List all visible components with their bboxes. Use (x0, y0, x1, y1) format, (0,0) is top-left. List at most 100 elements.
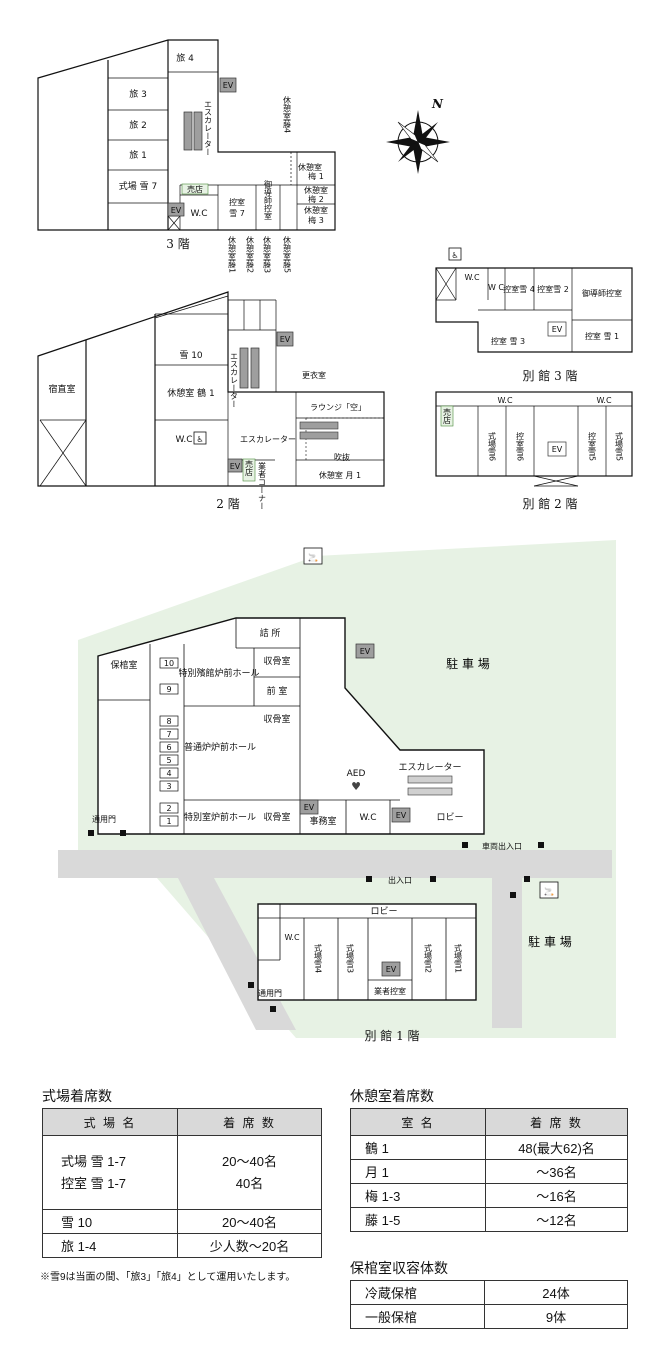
a3-wc2: W C (488, 283, 504, 292)
f3-caption: 3 階 (166, 236, 189, 251)
f2-caption: 2 階 (216, 496, 239, 511)
f3-ev: EV (223, 81, 234, 90)
rest-cell: 〜36名 (485, 1159, 628, 1184)
f3-tabi4: 旅 4 (176, 52, 194, 64)
f3-wc: W.C (190, 209, 207, 219)
annex3-plan (435, 267, 633, 353)
f2-tsuru1: 休憩室 鶴 1 (167, 387, 214, 399)
f3-escalator: エスカレーター (204, 100, 213, 156)
road-right (492, 878, 522, 1028)
f3-ev2: EV (171, 206, 182, 215)
f1-shukotsu2: 収骨室 (263, 713, 290, 725)
ceremony-cell: 旅 1-4 (42, 1233, 178, 1258)
a3-yuki2: 控室雪 2 (537, 284, 569, 294)
compass: N (386, 97, 450, 174)
ceremony-cell: 少人数〜20名 (177, 1233, 322, 1258)
annex1-plan (257, 903, 477, 1001)
f3-ume3a: 休憩室 (304, 205, 328, 215)
furnace-4: 4 (166, 769, 171, 778)
ceremony-note: ※雪9は当面の間、「旅3」「旅4」として運用いたします。 (40, 1272, 296, 1283)
f3-yuki7: 式場 雪 7 (119, 180, 157, 192)
a3-yuki3: 控室 雪 3 (491, 336, 525, 346)
a3-yuki4: 控室雪 4 (503, 284, 535, 294)
f3-fuji3: 休憩室藤3 (263, 235, 272, 273)
ceremony-cell: 20〜40名 40名 (177, 1135, 322, 1210)
f2-shukuchoku: 宿直室 (48, 383, 75, 395)
rest-cell: 梅 1-3 (350, 1183, 486, 1208)
f1-tsumesho: 詰 所 (260, 627, 281, 639)
svg-text:🚬: 🚬 (308, 552, 318, 562)
f1-tokubetsu-hall: 特別殯館炉前ホール (178, 667, 259, 679)
a3-yuki1: 控室 雪 1 (585, 331, 619, 341)
storage-cell: 一般保棺 (350, 1304, 485, 1329)
a2-caption: 別 館 2 階 (522, 496, 577, 511)
ceremony-cell: 式場 雪 1-7 控室 雪 1-7 (42, 1135, 178, 1210)
a3-dodoshi: 御導師控室 (582, 288, 622, 298)
f2-shop: 売店 (245, 459, 254, 477)
furnace-3: 3 (166, 782, 171, 791)
f2-wc: W.C (175, 435, 192, 445)
furnace-8: 8 (166, 717, 171, 726)
f1-escalator: エスカレーター (398, 762, 461, 773)
a2-wc-right: W.C (596, 396, 612, 405)
f3-tabi2: 旅 2 (129, 119, 147, 131)
a1-shiki1: 式場雪1 (454, 943, 463, 973)
furnace-5: 5 (166, 756, 171, 765)
f1-jimushitsu: 事務室 (309, 815, 336, 827)
a1-wc: W.C (284, 933, 300, 942)
f2-wheelchair-icon: ♿ (196, 435, 203, 444)
f3-fuji5: 休憩室藤5 (283, 235, 292, 273)
f3-ume1b: 梅 1 (308, 171, 324, 181)
ceremony-header-seats: 着 席 数 (177, 1108, 322, 1136)
f2-escalator: エスカレーター (230, 352, 239, 408)
f3-hikae7a: 控室 (229, 197, 245, 207)
furnace-2: 2 (166, 804, 171, 813)
f1-tsuyomon: 通用門 (92, 814, 116, 824)
svg-text:🚬: 🚬 (544, 886, 554, 896)
a1-shiki4: 式場雪4 (314, 943, 323, 973)
a2-ev: EV (552, 445, 563, 454)
furnace-1: 1 (166, 817, 171, 826)
rest-cell: 鶴 1 (350, 1135, 486, 1160)
f2-gyosha: 業者コーナー (258, 461, 267, 510)
a1-tsuyomon: 通用門 (258, 988, 282, 998)
f3-tabi3: 旅 3 (129, 88, 147, 100)
f2-kouishitsu: 更衣室 (302, 370, 326, 380)
f2-fukinuke: 吹抜 (334, 452, 350, 462)
rest-cell: 〜16名 (485, 1183, 628, 1208)
rest-header-seats: 着 席 数 (485, 1108, 628, 1136)
main-building-1f (97, 617, 485, 835)
rest-cell: 〜12名 (485, 1207, 628, 1232)
f3-fuji4: 休憩室藤4 (283, 95, 292, 133)
ceremony-table-title: 式場着席数 (42, 1088, 112, 1104)
smoking-area-icon (303, 547, 323, 565)
a1-lobby: ロビー (370, 906, 397, 917)
a2-hikae6: 控室雪6 (516, 431, 525, 461)
f3-ume3b: 梅 3 (308, 215, 324, 225)
f1-hokanshitsu: 保棺室 (110, 659, 137, 671)
a1-parking: 駐 車 場 (528, 934, 572, 949)
furnace-6: 6 (166, 743, 171, 752)
f3-hikae7b: 雪 7 (229, 209, 245, 218)
a2-shop: 売店 (443, 407, 452, 425)
f3-ume1a: 休憩室 (298, 162, 322, 172)
f2-lounge: ラウンジ「空」 (310, 402, 366, 412)
ceremony-cell: 雪 10 (42, 1209, 178, 1234)
ceremony-header-name: 式 場 名 (42, 1108, 178, 1136)
f1-ev: EV (304, 803, 315, 812)
f1-tokubetsu-room: 特別室炉前ホール (184, 811, 256, 823)
f3-fuji1: 休憩室藤1 (228, 235, 237, 273)
f1-zenshitsu: 前 室 (267, 685, 288, 697)
a1-shiki3: 式場雪3 (346, 943, 355, 973)
a3-wheelchair-icon: ♿ (451, 251, 458, 260)
a1-ev: EV (386, 965, 397, 974)
ceremony-cell: 20〜40名 (177, 1209, 322, 1234)
f3-fuji2: 休憩室藤2 (246, 235, 255, 273)
f1-shukotsu1: 収骨室 (263, 655, 290, 667)
floor-plan-diagram: EV EV 売店 旅 4 旅 3 旅 2 旅 1 式場 雪 7 W.C 控室 雪… (37, 39, 633, 1043)
f1-ev2: EV (396, 811, 407, 820)
a1-caption: 別 館 1 階 (364, 1028, 419, 1043)
f2-ev2: EV (230, 462, 241, 471)
